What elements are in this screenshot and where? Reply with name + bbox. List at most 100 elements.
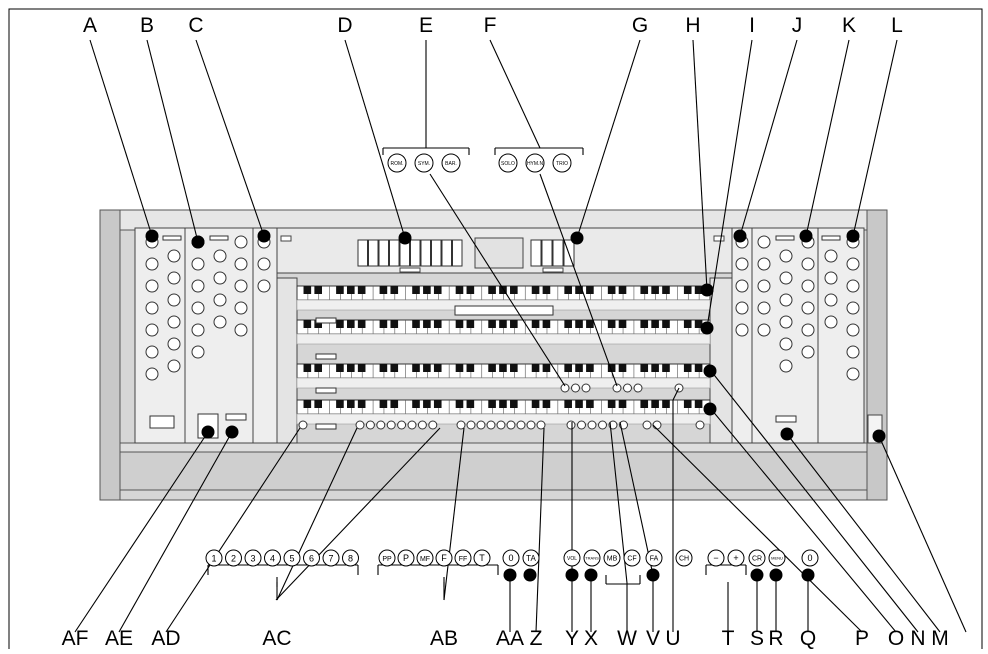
black-key[interactable]: [662, 400, 670, 408]
black-key[interactable]: [683, 320, 692, 328]
black-key[interactable]: [694, 364, 703, 372]
black-key[interactable]: [423, 286, 431, 294]
stop-knob[interactable]: [167, 337, 181, 351]
black-key[interactable]: [662, 320, 670, 328]
black-key[interactable]: [466, 320, 475, 328]
black-key[interactable]: [488, 364, 496, 372]
stop-knob[interactable]: [145, 279, 159, 293]
button-hymn[interactable]: [525, 153, 545, 173]
thumb-piston[interactable]: [652, 420, 662, 430]
stop-tablet[interactable]: [541, 239, 553, 267]
stop-knob[interactable]: [213, 249, 227, 263]
black-key[interactable]: [412, 400, 420, 408]
black-key[interactable]: [618, 286, 627, 294]
stop-knob[interactable]: [846, 279, 860, 293]
black-key[interactable]: [357, 400, 366, 408]
stop-knob[interactable]: [234, 323, 248, 337]
thumb-piston[interactable]: [476, 420, 486, 430]
black-key[interactable]: [379, 400, 388, 408]
stop-knob[interactable]: [167, 359, 181, 373]
black-key[interactable]: [303, 364, 312, 372]
trans-button[interactable]: [583, 549, 601, 567]
thumb-piston[interactable]: [496, 420, 506, 430]
black-key[interactable]: [618, 364, 627, 372]
black-key[interactable]: [510, 286, 518, 294]
stop-tablet[interactable]: [410, 239, 421, 267]
stop-tablet[interactable]: [420, 239, 431, 267]
stop-knob[interactable]: [145, 323, 159, 337]
thumb-piston[interactable]: [456, 420, 466, 430]
fa-button[interactable]: [645, 549, 663, 567]
stop-knob[interactable]: [167, 293, 181, 307]
stop-knob[interactable]: [213, 271, 227, 285]
black-key[interactable]: [586, 364, 594, 372]
stop-knob[interactable]: [735, 301, 749, 315]
stop-knob[interactable]: [167, 315, 181, 329]
black-key[interactable]: [346, 286, 355, 294]
thumb-piston[interactable]: [526, 420, 536, 430]
black-key[interactable]: [412, 320, 420, 328]
ch-button[interactable]: [675, 549, 693, 567]
thumb-piston[interactable]: [466, 420, 476, 430]
thumb-piston[interactable]: [417, 420, 427, 430]
stop-knob[interactable]: [757, 323, 771, 337]
black-key[interactable]: [433, 364, 442, 372]
black-key[interactable]: [379, 286, 388, 294]
black-key[interactable]: [390, 364, 399, 372]
stop-knob[interactable]: [191, 257, 205, 271]
ta-button[interactable]: [522, 549, 540, 567]
black-key[interactable]: [651, 286, 659, 294]
thumb-piston[interactable]: [598, 420, 607, 430]
black-key[interactable]: [346, 320, 355, 328]
stop-knob[interactable]: [801, 257, 815, 271]
black-key[interactable]: [379, 364, 388, 372]
stop-knob[interactable]: [735, 323, 749, 337]
black-key[interactable]: [455, 364, 464, 372]
black-key[interactable]: [346, 400, 355, 408]
memory-button-7[interactable]: [322, 549, 340, 567]
menu-button[interactable]: [768, 549, 786, 567]
black-key[interactable]: [542, 286, 551, 294]
black-key[interactable]: [433, 286, 442, 294]
black-key[interactable]: [455, 286, 464, 294]
black-key[interactable]: [488, 286, 496, 294]
thumb-piston[interactable]: [506, 420, 516, 430]
black-key[interactable]: [694, 286, 703, 294]
stop-knob[interactable]: [735, 279, 749, 293]
black-key[interactable]: [531, 320, 540, 328]
black-key[interactable]: [564, 364, 572, 372]
black-key[interactable]: [510, 364, 518, 372]
stop-knob[interactable]: [234, 301, 248, 315]
thumb-piston[interactable]: [612, 383, 622, 393]
stop-knob[interactable]: [779, 271, 793, 285]
thumb-piston[interactable]: [428, 420, 438, 430]
button-trio[interactable]: [552, 153, 572, 173]
black-key[interactable]: [357, 320, 366, 328]
black-key[interactable]: [423, 320, 431, 328]
black-key[interactable]: [314, 320, 322, 328]
black-key[interactable]: [640, 320, 649, 328]
dynamic-button-pp[interactable]: [378, 549, 396, 567]
thumb-piston[interactable]: [633, 383, 643, 393]
stop-knob[interactable]: [234, 235, 248, 249]
stop-knob[interactable]: [191, 323, 205, 337]
black-key[interactable]: [575, 320, 583, 328]
button-bar[interactable]: [441, 153, 461, 173]
black-key[interactable]: [531, 400, 540, 408]
thumb-piston[interactable]: [560, 383, 570, 393]
black-key[interactable]: [466, 364, 475, 372]
black-key[interactable]: [488, 400, 496, 408]
stop-knob[interactable]: [257, 257, 271, 271]
black-key[interactable]: [412, 364, 420, 372]
black-key[interactable]: [694, 320, 703, 328]
black-key[interactable]: [542, 364, 551, 372]
stop-knob[interactable]: [191, 279, 205, 293]
mb-button[interactable]: [603, 549, 621, 567]
black-key[interactable]: [607, 364, 616, 372]
stop-knob[interactable]: [824, 293, 838, 307]
black-key[interactable]: [499, 320, 507, 328]
black-key[interactable]: [607, 400, 616, 408]
stop-tablet[interactable]: [441, 239, 452, 267]
black-key[interactable]: [651, 400, 659, 408]
black-key[interactable]: [357, 364, 366, 372]
